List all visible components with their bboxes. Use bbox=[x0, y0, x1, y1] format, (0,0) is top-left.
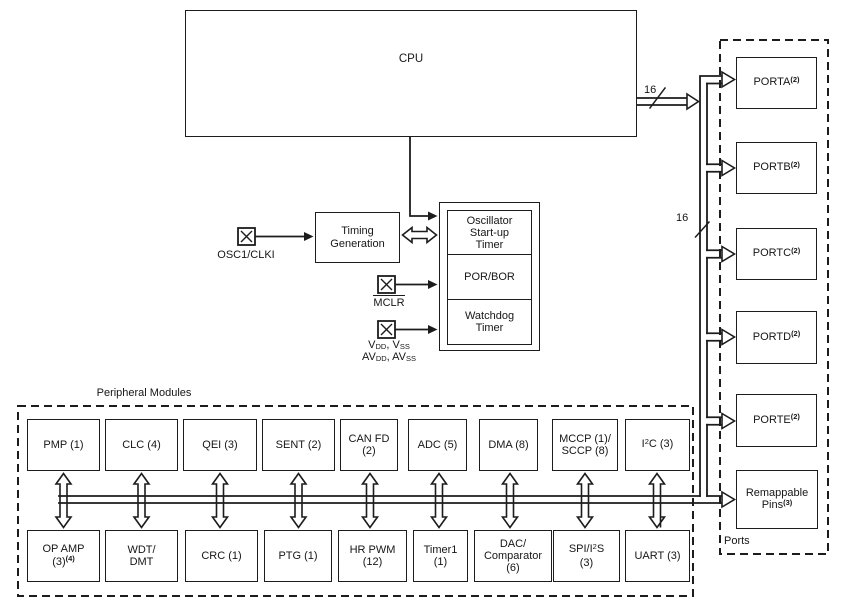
avdd-pins-label: AVDD, AVSS bbox=[361, 351, 417, 363]
timing-osc-double-arrow bbox=[401, 225, 438, 245]
block-adc: ADC (5) bbox=[408, 419, 467, 471]
peripheral-modules-outline bbox=[17, 405, 694, 597]
portb-branch bbox=[706, 163, 723, 173]
port-a-block: PORTA(2) bbox=[736, 57, 817, 109]
block-can-fd: CAN FD (2) bbox=[340, 419, 398, 471]
block-dac-comparator: DAC/ Comparator (6) bbox=[474, 530, 552, 582]
vdd-pins-label: VDD, VSS bbox=[368, 339, 410, 351]
bus-width-16-label-side: 16 bbox=[676, 212, 689, 224]
port-d-block: PORTD(2) bbox=[736, 311, 817, 364]
pin-icon-vdd bbox=[377, 320, 396, 339]
block-timer1: Timer1 (1) bbox=[413, 530, 468, 582]
portd-branch bbox=[706, 332, 723, 342]
cpu-to-osc-line bbox=[409, 136, 429, 217]
por-bor-block: POR/BOR bbox=[447, 254, 532, 301]
timing-generation-block: Timing Generation bbox=[315, 212, 400, 263]
block-crc: CRC (1) bbox=[185, 530, 258, 582]
block-qei: QEI (3) bbox=[183, 419, 257, 471]
bus-slash-side bbox=[694, 220, 711, 239]
portd-arrowhead bbox=[721, 328, 737, 346]
block-clc: CLC (4) bbox=[105, 419, 178, 471]
block-op-amp: OP AMP (3)(4) bbox=[27, 530, 100, 582]
peripheral-modules-label: Peripheral Modules bbox=[96, 387, 192, 399]
bus-width-16-label-top: 16 bbox=[644, 84, 657, 96]
portc-arrowhead bbox=[721, 245, 737, 263]
ports-label: Ports bbox=[724, 535, 750, 547]
port-e-block: PORTE(2) bbox=[736, 394, 817, 447]
cpu-block: CPU bbox=[185, 10, 637, 137]
block-spi-i2s: SPI/I2S (3) bbox=[553, 530, 620, 582]
ports-outline bbox=[719, 39, 829, 555]
solid-arrowheads bbox=[304, 211, 438, 334]
cpu-label: CPU bbox=[398, 53, 424, 65]
porte-branch bbox=[706, 416, 723, 426]
block-pmp: PMP (1) bbox=[27, 419, 100, 471]
porta-arrowhead bbox=[721, 70, 737, 89]
bus-lines bbox=[58, 75, 723, 504]
portb-arrowhead bbox=[721, 159, 737, 177]
block-ptg: PTG (1) bbox=[264, 530, 332, 582]
open-arrowheads bbox=[401, 70, 737, 509]
watchdog-timer-block: Watchdog Timer bbox=[447, 299, 532, 345]
peripheral-bus bbox=[58, 495, 723, 504]
porte-arrowhead bbox=[721, 412, 737, 430]
peripheral-bus-column-arrows bbox=[54, 472, 667, 529]
cpu-bus-arrowhead bbox=[686, 92, 700, 111]
block-mccp-sccp: MCCP (1)/ SCCP (8) bbox=[552, 419, 618, 471]
block-dma: DMA (8) bbox=[479, 419, 538, 471]
port-c-block: PORTC(2) bbox=[736, 228, 817, 280]
mclr-pin-label: MCLR bbox=[373, 295, 405, 309]
port-b-block: PORTB(2) bbox=[736, 142, 817, 194]
mclr-arrowhead bbox=[428, 280, 438, 289]
oscillator-startup-timer-block: Oscillator Start-up Timer bbox=[447, 210, 532, 256]
cpu-port-bus bbox=[636, 97, 688, 106]
block-hr-pwm: HR PWM (12) bbox=[338, 530, 407, 582]
cpu-osc-arrowhead bbox=[428, 211, 438, 221]
remappable-arrowhead bbox=[721, 490, 737, 509]
osc1-arrowhead bbox=[304, 232, 314, 241]
block-wdt-dmt: WDT/ DMT bbox=[105, 530, 178, 582]
pin-icon-mclr bbox=[377, 275, 396, 294]
remappable-pins-block: Remappable Pins(3) bbox=[736, 470, 818, 529]
portc-branch bbox=[706, 249, 723, 259]
bus-slash-top bbox=[648, 86, 667, 110]
block-i2c: I2C (3) bbox=[625, 419, 690, 471]
vdd-arrowhead bbox=[428, 325, 438, 334]
block-sent: SENT (2) bbox=[262, 419, 335, 471]
pin-icon-osc1 bbox=[237, 227, 256, 246]
osc1-clki-pin-label: OSC1/CLKI bbox=[217, 249, 275, 261]
ports-bus-left bbox=[699, 75, 723, 497]
block-uart: UART (3) bbox=[625, 530, 690, 582]
